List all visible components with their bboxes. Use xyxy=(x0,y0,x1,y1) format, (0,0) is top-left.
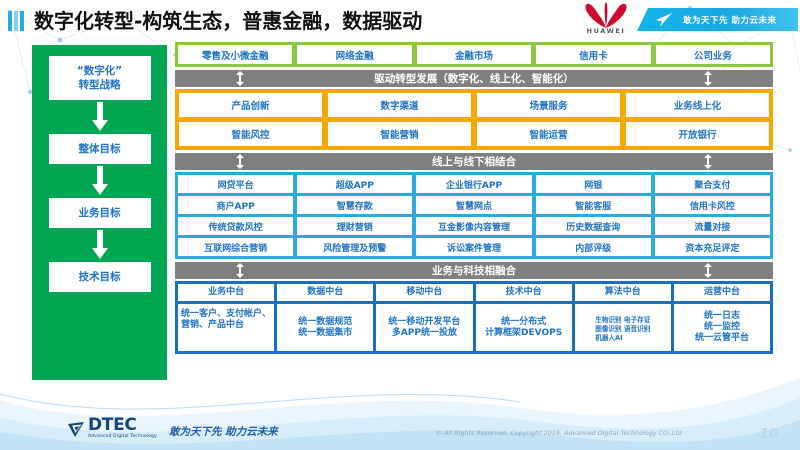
card-row: 互联网综合营销 风险管理及预警 诉讼案件管理 内部评级 资本充足评定 xyxy=(178,238,771,256)
platform-body-row: 统一客户、支付帐户、营销、产品中台 统一数据规范统一数据集市 统一移动开发平台多… xyxy=(178,304,771,351)
double-arrow-icon xyxy=(236,154,244,169)
slide-header: 数字化转型-构筑生态，普惠金融，数据驱动 HUAWEI 敢为天下先 助力云未来 xyxy=(0,0,800,42)
card-risk-management-warning[interactable]: 风险管理及预警 xyxy=(297,238,413,256)
card-image-content-management[interactable]: 互金影像内容管理 xyxy=(416,217,532,235)
platform-body-data[interactable]: 统一数据规范统一数据集市 xyxy=(277,304,374,351)
card-scenario-service[interactable]: 场景服务 xyxy=(477,93,620,117)
platform-body-operation[interactable]: 统一日志统一监控统一云管平台 xyxy=(673,304,771,351)
card-business-online[interactable]: 业务线上化 xyxy=(626,93,769,117)
platform-head-business[interactable]: 业务中台 xyxy=(178,284,275,301)
double-arrow-icon xyxy=(704,154,712,169)
section-header-label: 线上与线下相结合 xyxy=(432,156,516,168)
page-number: 10 xyxy=(759,427,778,442)
card-row: 传统贷款风控 理财营销 互金影像内容管理 历史数据查询 流量对接 xyxy=(178,217,771,235)
card-row: 网贷平台 超级APP 企业银行APP 网银 聚合支付 xyxy=(178,175,771,193)
card-merchant-app[interactable]: 商户APP xyxy=(178,196,294,214)
card-smart-marketing[interactable]: 智能营销 xyxy=(328,122,471,146)
double-arrow-icon xyxy=(704,263,712,278)
double-arrow-icon xyxy=(236,71,244,86)
page-title: 数字化转型-构筑生态，普惠金融，数据驱动 xyxy=(34,9,423,33)
platform-header-row: 业务中台 数据中台 移动中台 技术中台 算法中台 运营中台 xyxy=(178,284,771,301)
card-internal-rating[interactable]: 内部评级 xyxy=(535,238,651,256)
kite-icon xyxy=(656,12,672,27)
business-line-corporate[interactable]: 公司业务 xyxy=(655,45,771,64)
card-row: 商户APP 智慧存款 智慧网点 智能客服 信用卡风控 xyxy=(178,196,771,214)
card-litigation-case-management[interactable]: 诉讼案件管理 xyxy=(416,238,532,256)
right-stack: 零售及小微金融 网络金融 金融市场 信用卡 公司业务 驱动转型发展（数字化、线上… xyxy=(175,42,773,354)
down-arrow-icon xyxy=(87,100,113,134)
business-line-credit-card[interactable]: 信用卡 xyxy=(536,45,651,64)
business-line-financial-market[interactable]: 金融市场 xyxy=(416,45,532,64)
section-header-label: 业务与科技相融合 xyxy=(432,265,516,277)
card-online-banking[interactable]: 网银 xyxy=(535,175,651,193)
down-arrow-icon xyxy=(87,228,113,262)
card-aggregate-payment[interactable]: 聚合支付 xyxy=(654,175,771,193)
card-traffic-integration[interactable]: 流量对接 xyxy=(654,217,771,235)
card-smart-branch[interactable]: 智慧网点 xyxy=(416,196,532,214)
dtec-wordmark: DTEC xyxy=(88,415,137,436)
card-wealth-marketing[interactable]: 理财营销 xyxy=(297,217,413,235)
footer-slogan: 敢为天下先 助力云未来 xyxy=(168,426,278,438)
platform-body-mobile[interactable]: 统一移动开发平台多APP统一投放 xyxy=(376,304,473,351)
card-smart-operation[interactable]: 智能运营 xyxy=(477,122,620,146)
section-header-drive: 驱动转型发展（数字化、线上化、智能化） xyxy=(175,70,773,87)
huawei-logo: HUAWEI xyxy=(578,2,634,40)
sidebar-item-strategy[interactable]: “数字化”转型战略 xyxy=(48,56,151,100)
card-row: 智能风控 智能营销 智能运营 开放银行 xyxy=(179,122,769,146)
sidebar-item-label: “数字化”转型战略 xyxy=(76,65,123,91)
card-open-banking[interactable]: 开放银行 xyxy=(626,122,769,146)
double-arrow-icon xyxy=(704,71,712,86)
card-super-app[interactable]: 超级APP xyxy=(297,175,413,193)
card-capital-adequacy[interactable]: 资本充足评定 xyxy=(654,238,771,256)
section-header-business-tech: 业务与科技相融合 xyxy=(175,262,773,279)
section-header-label: 驱动转型发展（数字化、线上化、智能化） xyxy=(374,73,574,85)
business-lines-bar: 零售及小微金融 网络金融 金融市场 信用卡 公司业务 xyxy=(175,42,773,67)
down-arrow-icon xyxy=(87,164,113,198)
online-offline-section: 网贷平台 超级APP 企业银行APP 网银 聚合支付 商户APP 智慧存款 智慧… xyxy=(175,172,773,259)
card-row: 产品创新 数字渠道 场景服务 业务线上化 xyxy=(179,93,769,117)
platform-body-algorithm[interactable]: 生物识别 电子存证图像识别 语音识别机器人AI xyxy=(574,304,671,351)
diagram-board: “数字化”转型战略 整体目标 业务目标 技术目标 零售及小微金融 网络金融 金融… xyxy=(0,42,800,402)
card-product-innovation[interactable]: 产品创新 xyxy=(179,93,322,117)
dtec-subtitle: Advanced Digital Technology xyxy=(88,434,157,440)
sidebar-item-label: 业务目标 xyxy=(78,207,121,219)
platform-head-operation[interactable]: 运营中台 xyxy=(673,284,771,301)
business-tech-section: 业务中台 数据中台 移动中台 技术中台 算法中台 运营中台 统一客户、支付帐户、… xyxy=(175,281,773,354)
card-traditional-loan-risk[interactable]: 传统贷款风控 xyxy=(178,217,294,235)
slide-footer: DTEC Advanced Digital Technology 敢为天下先 助… xyxy=(0,402,800,450)
sidebar-item-label: 技术目标 xyxy=(78,271,121,283)
business-line-internet-finance[interactable]: 网络金融 xyxy=(297,45,412,64)
sidebar-item-overall-goal[interactable]: 整体目标 xyxy=(48,134,151,164)
sidebar-item-label: 整体目标 xyxy=(78,143,121,155)
card-smart-customer-service[interactable]: 智能客服 xyxy=(535,196,651,214)
copyright-text: © All Rights Reserved. Copyright 2019, A… xyxy=(435,429,682,437)
drive-transformation-section: 产品创新 数字渠道 场景服务 业务线上化 智能风控 智能营销 智能运营 开放银行 xyxy=(175,89,773,150)
platform-head-algorithm[interactable]: 算法中台 xyxy=(574,284,671,301)
sidebar-item-business-goal[interactable]: 业务目标 xyxy=(48,198,151,228)
card-internet-integrated-marketing[interactable]: 互联网综合营销 xyxy=(178,238,294,256)
platform-body-business[interactable]: 统一客户、支付帐户、营销、产品中台 xyxy=(178,304,275,351)
banner-slogan: 敢为天下先 助力云未来 xyxy=(683,15,777,26)
card-credit-card-risk-control[interactable]: 信用卡风控 xyxy=(654,196,771,214)
business-line-retail[interactable]: 零售及小微金融 xyxy=(178,45,293,64)
card-historical-data-query[interactable]: 历史数据查询 xyxy=(535,217,651,235)
platform-body-technology[interactable]: 统一分布式计算框架DEVOPS xyxy=(475,304,572,351)
double-arrow-icon xyxy=(236,263,244,278)
huawei-wordmark: HUAWEI xyxy=(586,27,626,35)
sidebar-item-technology-goal[interactable]: 技术目标 xyxy=(48,262,151,292)
strategy-sidebar: “数字化”转型战略 整体目标 业务目标 技术目标 xyxy=(32,45,167,380)
card-smart-deposit[interactable]: 智慧存款 xyxy=(297,196,413,214)
card-digital-channel[interactable]: 数字渠道 xyxy=(328,93,471,117)
section-header-online-offline: 线上与线下相结合 xyxy=(175,153,773,170)
card-online-loan-platform[interactable]: 网贷平台 xyxy=(178,175,294,193)
card-smart-risk-control[interactable]: 智能风控 xyxy=(179,122,322,146)
title-accent-bars-icon xyxy=(8,11,28,31)
huawei-slogan-banner: 敢为天下先 助力云未来 xyxy=(637,8,798,31)
card-enterprise-banking-app[interactable]: 企业银行APP xyxy=(416,175,532,193)
dtec-arrow-icon xyxy=(68,422,84,437)
dtec-logo: DTEC Advanced Digital Technology 敢为天下先 助… xyxy=(66,417,278,440)
platform-head-data[interactable]: 数据中台 xyxy=(277,284,374,301)
platform-head-technology[interactable]: 技术中台 xyxy=(475,284,572,301)
platform-head-mobile[interactable]: 移动中台 xyxy=(376,284,473,301)
